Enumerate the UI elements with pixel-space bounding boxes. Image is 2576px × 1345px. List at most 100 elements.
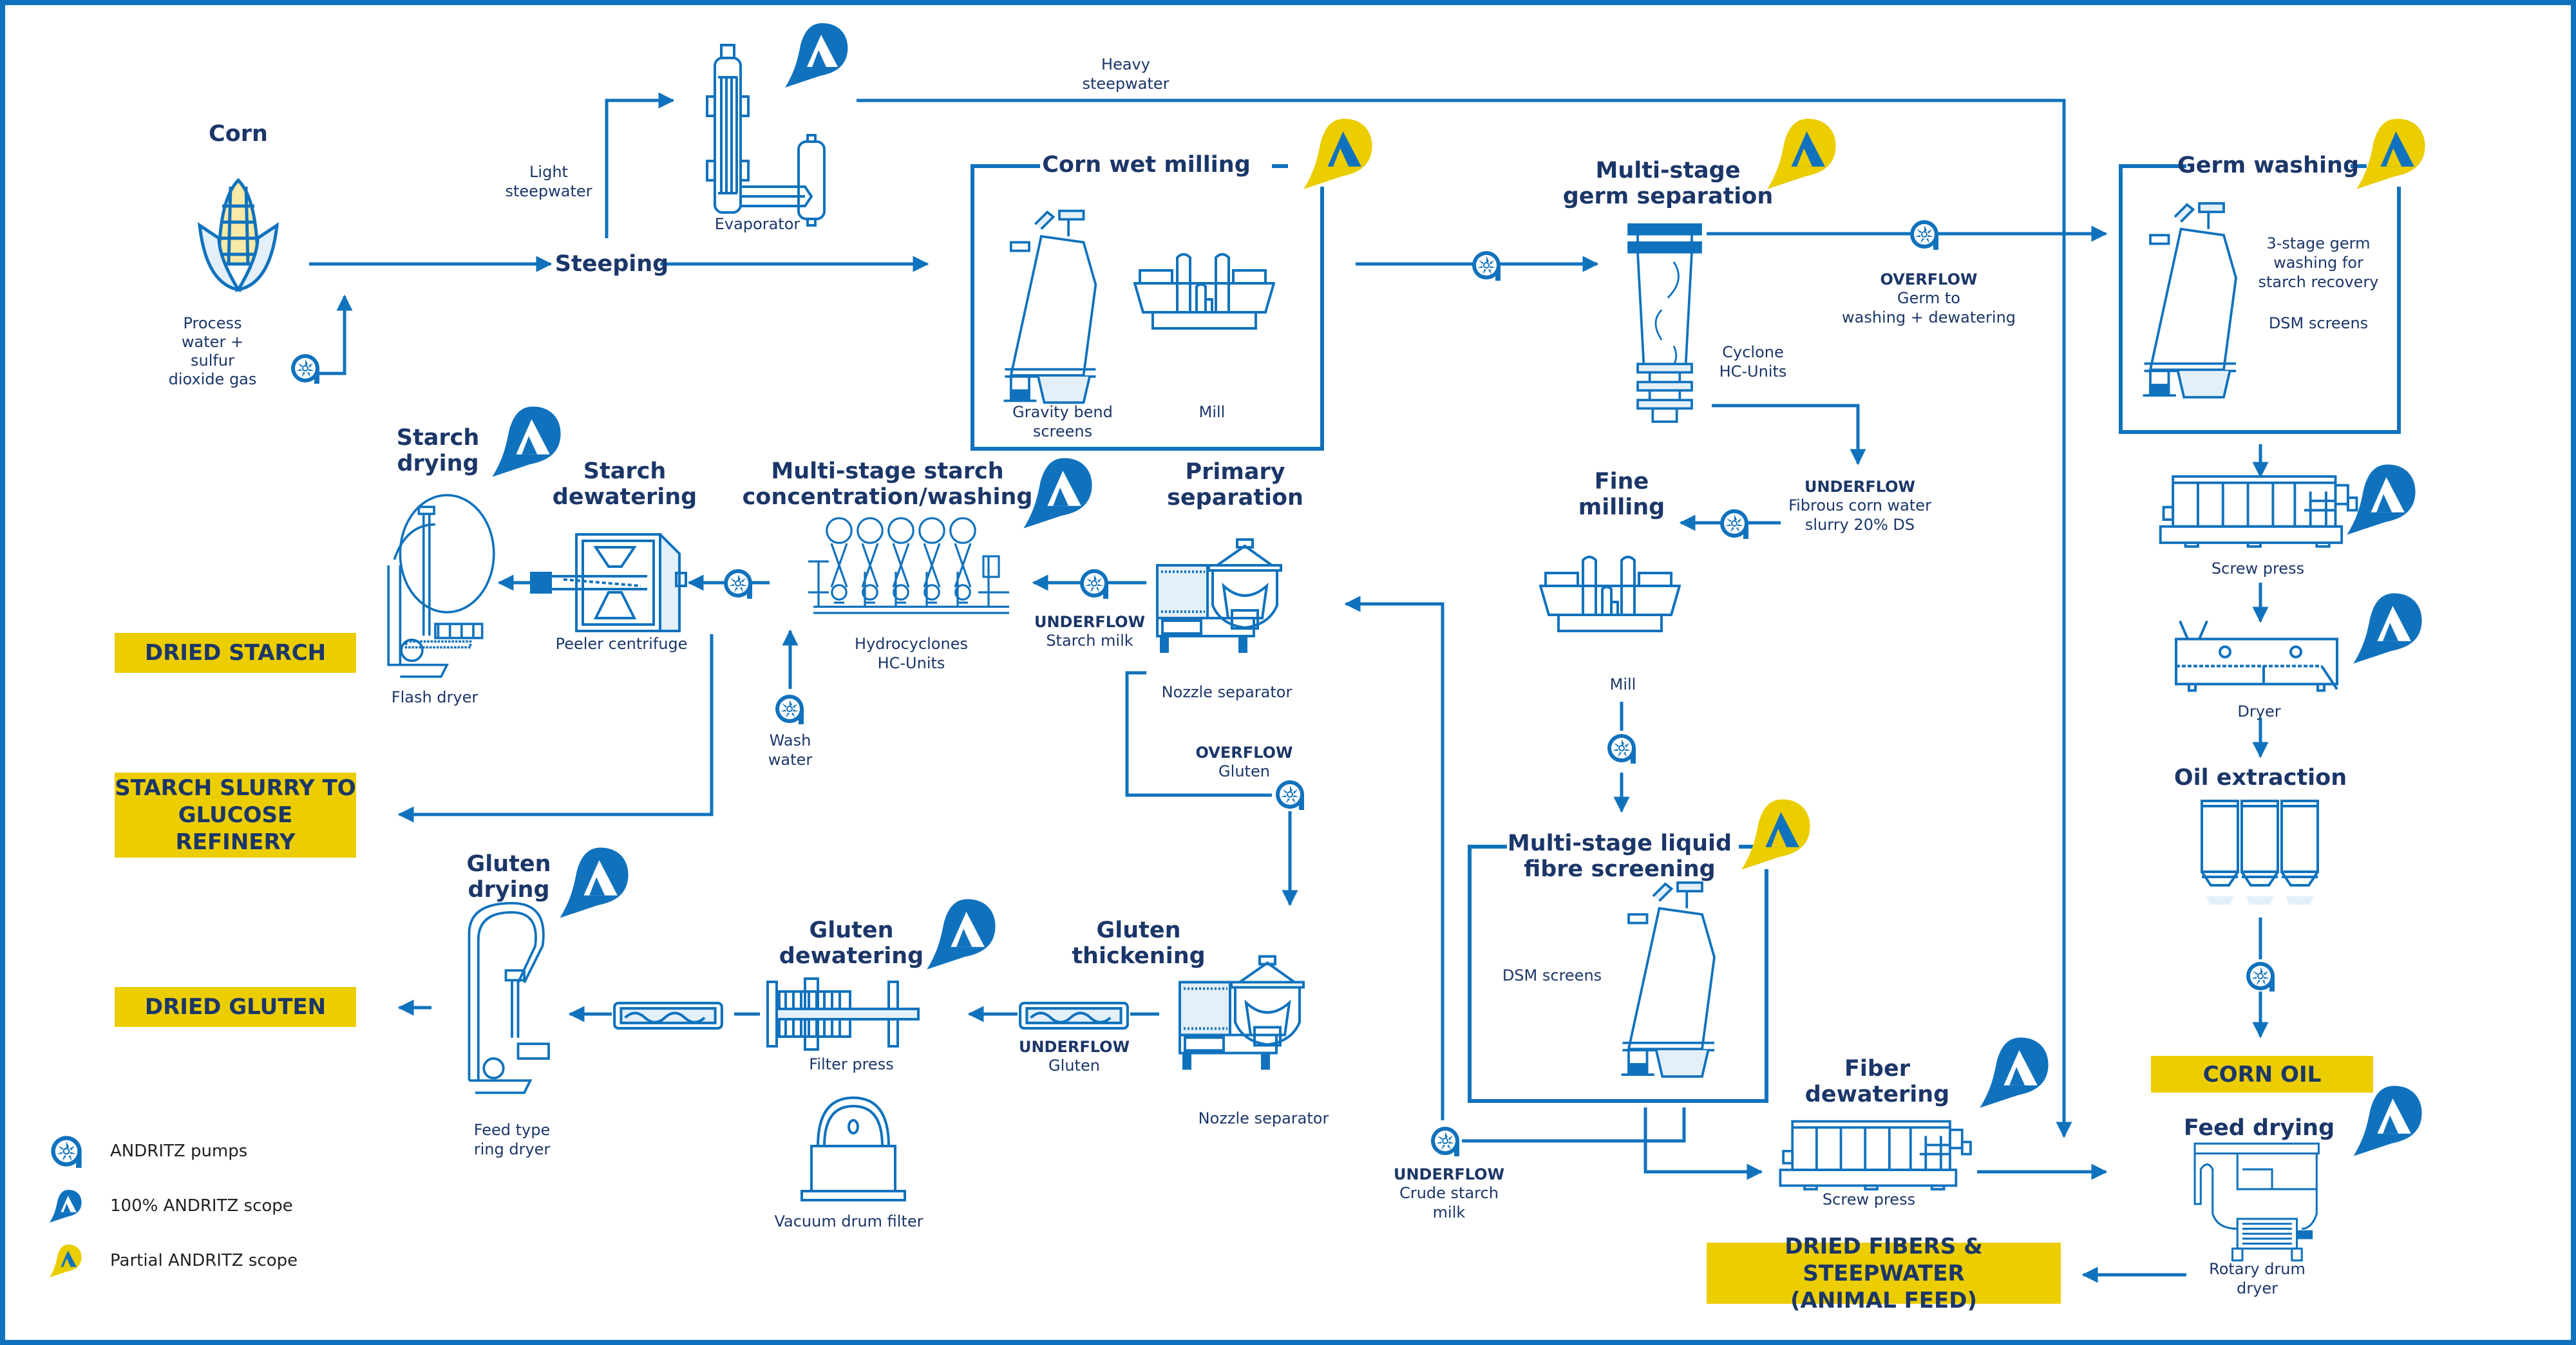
primary-nozzle-separator-label: Nozzle separator xyxy=(1161,683,1293,701)
product-dried-gluten: DRIED GLUTEN xyxy=(115,987,356,1027)
fiber-screw-press-drawing xyxy=(1780,1122,1971,1189)
pump-icon xyxy=(775,694,804,725)
full-scope-marker-icon xyxy=(1980,1037,2049,1108)
partial-scope-marker-icon xyxy=(48,1243,84,1279)
flow-fibre-to-dewatering xyxy=(1643,1107,1763,1180)
peeler-centrifuge-label: Peeler centrifuge xyxy=(555,635,688,653)
evaporator-label: Evaporator xyxy=(714,215,800,233)
corn-mill-drawing xyxy=(1135,254,1274,328)
ring-dryer-label: Feed type ring dryer xyxy=(473,1121,551,1158)
corn-label: Corn xyxy=(209,121,268,147)
box-corn-wet-milling xyxy=(971,164,1324,451)
box-fibre-screening xyxy=(1468,845,1768,1103)
gravity-bend-screens-label: Gravity bend screens xyxy=(1012,403,1113,440)
fine-mill-label: Mill xyxy=(1609,675,1636,693)
product-corn-oil: CORN OIL xyxy=(2151,1056,2373,1093)
gravity-bend-screen-drawing xyxy=(1002,209,1097,404)
feed-drying-title: Feed drying xyxy=(2183,1115,2335,1141)
germ-separation-title: Multi-stage germ separation xyxy=(1562,158,1774,209)
hydrocyclones-label: Hydrocyclones HC-Units xyxy=(855,635,968,672)
corn-icon xyxy=(197,178,279,292)
full-scope-marker-icon xyxy=(2353,1086,2422,1156)
partial-scope-marker-icon xyxy=(1303,118,1372,189)
germ-screw-press-drawing xyxy=(2161,476,2357,547)
pump-icon xyxy=(1079,569,1109,599)
germ-washing-title: Germ washing xyxy=(2177,153,2360,178)
pump-icon xyxy=(1472,250,1501,281)
cyclone-hc-drawing xyxy=(1627,223,1702,423)
flow-process-water xyxy=(319,294,353,375)
box-germ-washing xyxy=(2119,164,2401,434)
crude-underflow-label: UNDERFLOW Crude starch milk xyxy=(1393,1165,1505,1221)
rotary-drum-dryer-drawing xyxy=(2193,1142,2320,1262)
gluten-dewatering-title: Gluten dewatering xyxy=(779,917,924,969)
full-scope-marker-icon xyxy=(492,406,561,477)
partial-scope-marker-icon xyxy=(1741,799,1810,870)
legend-item-full-scope: 100% ANDRITZ scope xyxy=(48,1188,293,1224)
full-scope-marker-icon xyxy=(1023,458,1092,529)
fine-mill-drawing xyxy=(1539,556,1681,632)
vacuum-drum-filter-drawing xyxy=(800,1096,906,1201)
full-scope-marker-icon xyxy=(560,847,629,918)
fine-milling-title: Fine milling xyxy=(1578,469,1665,520)
pump-icon xyxy=(1275,780,1305,811)
gluten-nozzle-separator-drawing xyxy=(1180,957,1303,1069)
flow-light-steepwater xyxy=(605,92,675,238)
legend-item-pumps: ANDRITZ pumps xyxy=(48,1133,247,1169)
cyclone-hc-label: Cyclone HC-Units xyxy=(1719,343,1787,381)
fibre-dsm-screen-drawing xyxy=(1622,883,1714,1077)
flow-starch-slurry xyxy=(397,634,714,823)
fibre-dsm-screens-label: DSM screens xyxy=(1502,966,1602,984)
filter-press-label: Filter press xyxy=(809,1055,894,1073)
pump-icon xyxy=(48,1133,84,1169)
gluten-overflow-label: OVERFLOW Gluten xyxy=(1195,744,1293,780)
steeping-label: Steeping xyxy=(554,251,669,277)
germ-dsm-screen-drawing xyxy=(2141,202,2237,399)
germ-dryer-drawing xyxy=(2176,621,2337,691)
hydrocyclones-drawing xyxy=(808,518,1009,613)
flash-dryer-drawing xyxy=(387,494,495,678)
full-scope-marker-icon xyxy=(2353,593,2422,664)
ring-dryer-drawing xyxy=(468,901,550,1095)
pump-icon xyxy=(1909,220,1939,250)
partial-scope-marker-icon xyxy=(1767,118,1836,189)
germ-screw-press-label: Screw press xyxy=(2211,560,2305,578)
full-scope-marker-icon xyxy=(48,1188,84,1224)
pump-icon xyxy=(1719,509,1749,540)
rotary-drum-dryer-label: Rotary drum dryer xyxy=(2209,1260,2306,1297)
pump-icon xyxy=(723,569,753,599)
oil-extraction-title: Oil extraction xyxy=(2174,765,2347,791)
starch-underflow-label: UNDERFLOW Starch milk xyxy=(1034,613,1146,650)
vacuum-drum-filter-label: Vacuum drum filter xyxy=(774,1212,923,1230)
gluten-drying-title: Gluten drying xyxy=(466,851,551,903)
partial-scope-marker-icon xyxy=(2356,118,2425,189)
flow-heavy-steepwater xyxy=(857,99,2072,1138)
peeler-centrifuge-drawing xyxy=(531,534,686,631)
full-scope-marker-icon xyxy=(785,23,848,88)
fiber-screw-press-label: Screw press xyxy=(1822,1190,1916,1209)
corn-mill-label: Mill xyxy=(1198,403,1226,421)
wash-water-label: Wash water xyxy=(768,731,813,769)
gluten-nozzle-separator-label: Nozzle separator xyxy=(1198,1109,1329,1127)
flow-overflow-gluten xyxy=(1125,671,1272,797)
germ-dryer-label: Dryer xyxy=(2237,702,2281,720)
starch-drying-title: Starch drying xyxy=(396,425,480,476)
flash-dryer-label: Flash dryer xyxy=(391,688,478,706)
filter-press-drawing xyxy=(768,979,918,1049)
product-dried-starch: DRIED STARCH xyxy=(115,633,356,673)
germ-washing-description: 3-stage germ washing for starch recovery xyxy=(2258,234,2379,291)
starch-dewatering-title: Starch dewatering xyxy=(552,458,697,510)
gluten-conveyor-1-drawing xyxy=(1020,1003,1128,1028)
legend-item-partial-scope: Partial ANDRITZ scope xyxy=(48,1243,298,1279)
flow-germ-underflow xyxy=(1712,404,1866,466)
oil-tanks-drawing xyxy=(2202,801,2318,905)
full-scope-marker-icon xyxy=(927,899,996,970)
corn-wet-milling-title: Corn wet milling xyxy=(1042,152,1251,178)
fibre-screening-title: Multi-stage liquid fibre screening xyxy=(1507,831,1732,882)
gluten-thickening-title: Gluten thickening xyxy=(1072,917,1206,969)
primary-nozzle-separator-drawing xyxy=(1157,540,1281,652)
product-animal-feed: DRIED FIBERS & STEEPWATER (ANIMAL FEED) xyxy=(1707,1234,2061,1313)
product-starch-slurry: STARCH SLURRY TO GLUCOSE REFINERY xyxy=(115,773,356,858)
flow-crude-starch-milk xyxy=(1462,1107,1686,1143)
